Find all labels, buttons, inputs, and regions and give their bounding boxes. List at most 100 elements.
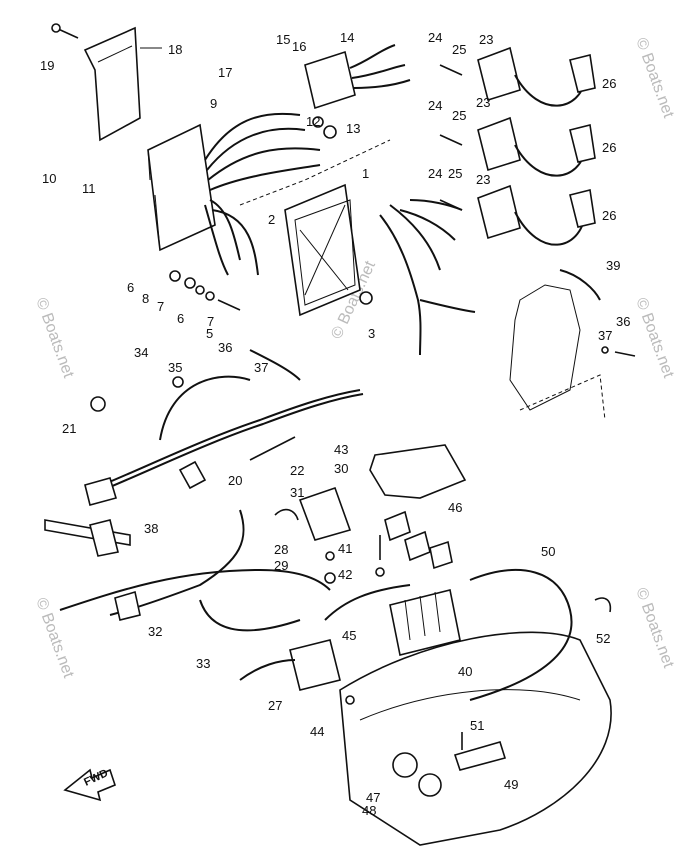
callout-35: 35 (168, 360, 182, 375)
callout-36: 36 (218, 340, 232, 355)
callout-7: 7 (207, 314, 214, 329)
part-48-seal (418, 773, 442, 797)
forward-arrow-icon: FWD (63, 767, 116, 802)
part-20-clamp (178, 460, 207, 490)
callout-18: 18 (168, 42, 182, 57)
callout-10: 10 (42, 171, 56, 186)
part-43-cover (369, 444, 467, 499)
callout-42: 42 (338, 567, 352, 582)
callout-21: 21 (62, 421, 76, 436)
callout-26: 26 (602, 76, 616, 91)
part-40-switch-block (389, 589, 461, 656)
part-50-harness (469, 569, 573, 701)
callout-24: 24 (428, 30, 442, 45)
callout-33: 33 (196, 656, 210, 671)
part-32-33-cables (59, 509, 331, 632)
watermark-left: © Boats.net (32, 296, 77, 381)
callout-17: 17 (218, 65, 232, 80)
callout-23: 23 (479, 32, 493, 47)
main-harness (379, 199, 476, 356)
callout-7: 7 (157, 299, 164, 314)
callout-30: 30 (334, 461, 348, 476)
callout-11: 11 (82, 181, 96, 196)
callout-5: 5 (206, 326, 213, 341)
part-22-rod (249, 436, 296, 461)
callout-52: 52 (596, 631, 610, 646)
part-45-wire (324, 584, 411, 621)
part-52-clip (594, 597, 612, 613)
callout-13: 13 (346, 121, 360, 136)
callout-23: 23 (476, 95, 490, 110)
watermark-bottom-left: © Boats.net (32, 596, 77, 681)
callout-39: 39 (606, 258, 620, 273)
callout-28: 28 (274, 542, 288, 557)
callout-20: 20 (228, 473, 242, 488)
callout-25: 25 (452, 108, 466, 123)
ignition-coils (439, 46, 596, 246)
watermark-top-right: © Boats.net (632, 36, 677, 121)
part-30-cover (298, 486, 352, 541)
part-29-grommet (324, 572, 336, 584)
part-14-rectifier (304, 44, 411, 110)
callout-48: 48 (362, 803, 376, 818)
callout-34: 34 (134, 345, 148, 360)
callout-40: 40 (458, 664, 472, 679)
part-49-plate (453, 741, 507, 771)
engine-outline-right (509, 269, 606, 421)
part-46-caps (384, 510, 453, 570)
callout-6: 6 (127, 280, 134, 295)
callout-25: 25 (448, 166, 462, 181)
callout-24: 24 (428, 166, 442, 181)
part-36-37-bolts-right (601, 346, 636, 357)
callout-14: 14 (340, 30, 354, 45)
callout-47: 47 (366, 790, 380, 805)
part-1-bracket (284, 183, 361, 317)
watermark-right: © Boats.net (632, 296, 677, 381)
callout-24: 24 (428, 98, 442, 113)
part-44-fitting (345, 695, 355, 705)
callout-43: 43 (334, 442, 348, 457)
part-38-bracket (44, 519, 131, 557)
part-9-cdi-unit (147, 112, 321, 276)
callout-22: 22 (290, 463, 304, 478)
part-12-13-bolts (312, 116, 337, 139)
part-31-clip (274, 508, 299, 521)
callout-26: 26 (602, 140, 616, 155)
callout-38: 38 (144, 521, 158, 536)
callout-25: 25 (452, 42, 466, 57)
callout-27: 27 (268, 698, 282, 713)
callout-1: 1 (362, 166, 369, 181)
part-21-clip (90, 396, 106, 412)
callout-37: 37 (254, 360, 268, 375)
bottom-cowling (339, 631, 612, 846)
part-34-lower-harness (84, 349, 364, 506)
callout-31: 31 (290, 485, 304, 500)
part-47-grommet (392, 752, 418, 778)
callout-6: 6 (177, 311, 184, 326)
callout-26: 26 (602, 208, 616, 223)
callout-12: 12 (306, 114, 320, 129)
part-3-grommet (359, 291, 373, 305)
callout-15: 15 (276, 32, 290, 47)
part-18-cover (83, 26, 141, 142)
callout-16: 16 (292, 39, 306, 54)
callout-32: 32 (148, 624, 162, 639)
callout-51: 51 (470, 718, 484, 733)
part-19-screw (51, 23, 79, 39)
callout-23: 23 (476, 172, 490, 187)
callout-41: 41 (338, 541, 352, 556)
callout-36: 36 (616, 314, 630, 329)
callout-45: 45 (342, 628, 356, 643)
callout-50: 50 (541, 544, 555, 559)
watermark-bottom-right: © Boats.net (632, 586, 677, 671)
callout-2: 2 (268, 212, 275, 227)
callout-49: 49 (504, 777, 518, 792)
callout-29: 29 (274, 558, 288, 573)
part-42-washer (375, 567, 385, 577)
callout-19: 19 (40, 58, 54, 73)
part-28-screw (325, 551, 335, 561)
callout-3: 3 (368, 326, 375, 341)
callout-9: 9 (210, 96, 217, 111)
